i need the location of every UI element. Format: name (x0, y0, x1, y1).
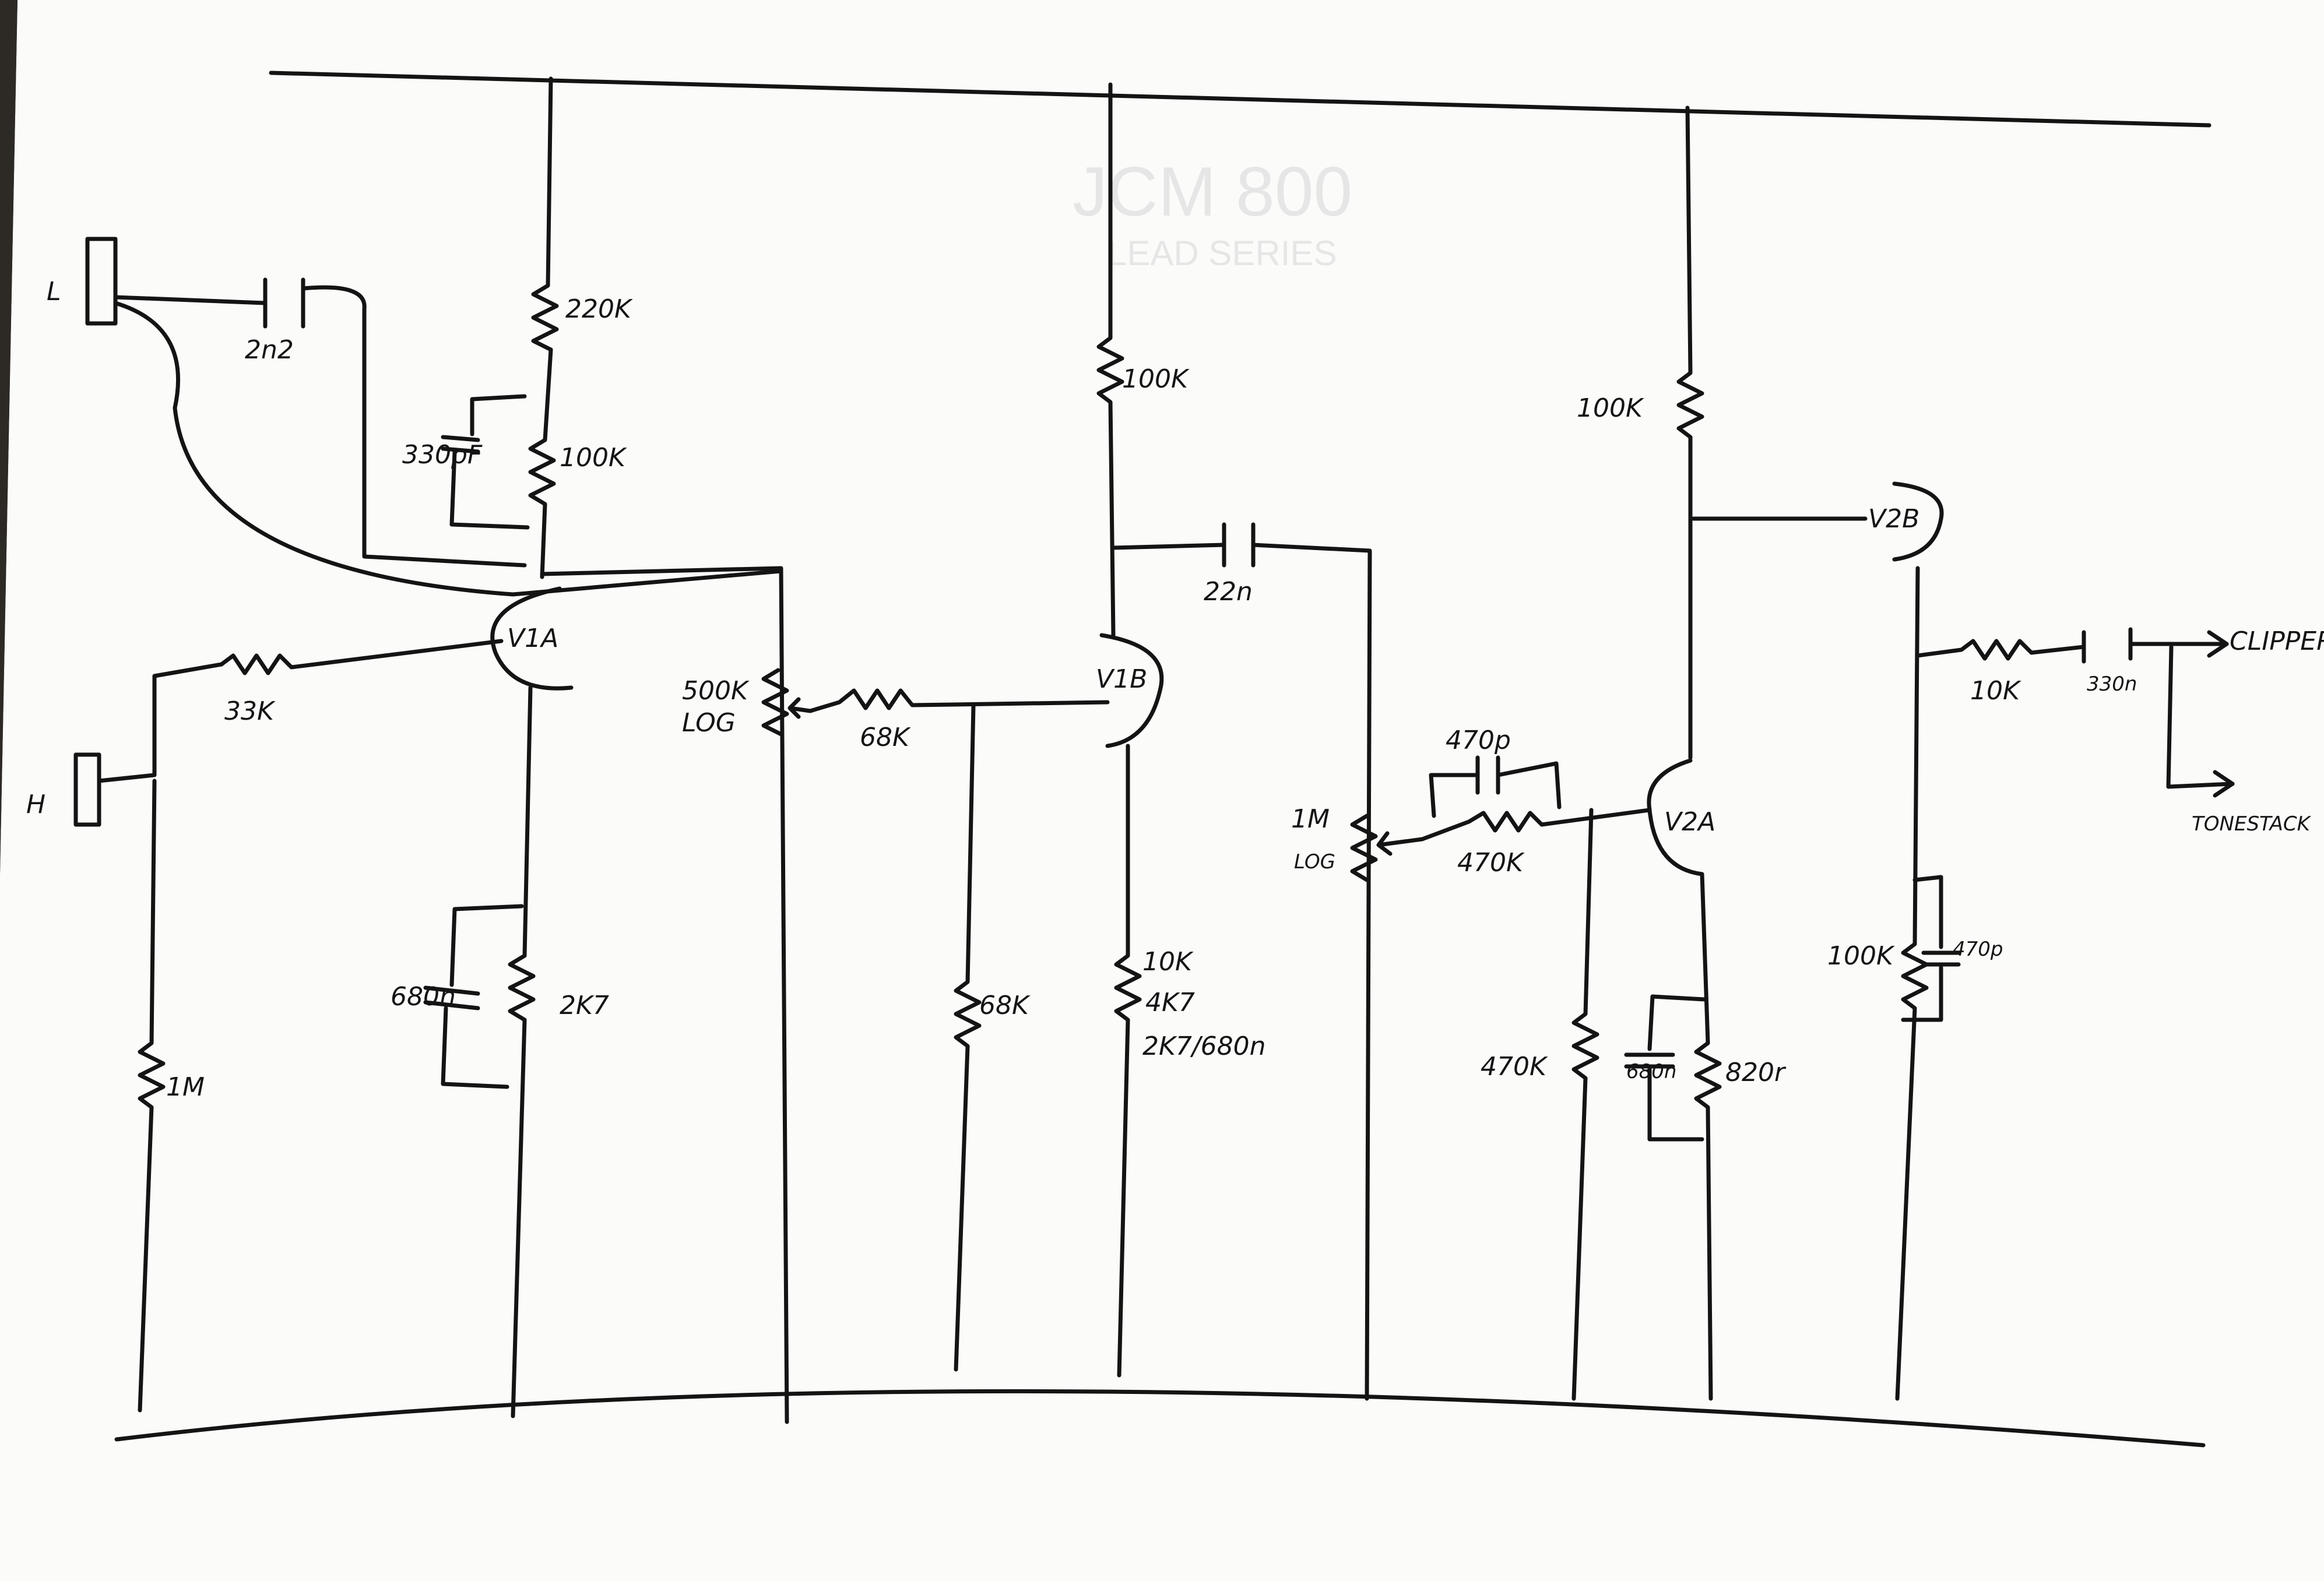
v1b-tube (1099, 633, 1164, 748)
v1a-plate-string (528, 76, 559, 579)
v2a-cathode-cap-label: 680n (1626, 1060, 1676, 1083)
series-cap-label: 470p (1446, 726, 1511, 755)
master-pot-wiper (1376, 831, 1425, 856)
v2b-cathode-cap (1901, 875, 1961, 1022)
v2b-tube (1892, 481, 1944, 562)
grid-leak-470k-label: 470K (1481, 1052, 1548, 1082)
master-pot-label: 1M (1291, 804, 1330, 834)
coupling-cap-22n-label: 22n (1204, 577, 1253, 607)
wire-l-to-cap (113, 295, 268, 305)
grid-leak-68k (954, 703, 982, 1372)
bright-cap-label: 330pF (402, 440, 483, 470)
v1b-cathode-string (1114, 744, 1142, 1378)
v1b-plate-res-label: 100K (1122, 364, 1190, 394)
paper-shadow (0, 0, 17, 874)
high-input-jack (73, 752, 101, 827)
v2a-cathode-res-label: 820r (1725, 1058, 1787, 1087)
gain-pot-500k (761, 668, 789, 737)
v2a-tube (1647, 758, 1704, 876)
clippers-label: CLIPPERS (2230, 626, 2324, 656)
v1a-cathode-cap-label: 680n (391, 982, 456, 1012)
series-res-470k (1420, 808, 1652, 841)
ground-rail (114, 1389, 2206, 1448)
grid-leak-470k (1571, 808, 1599, 1401)
tonestack-arrow (2213, 770, 2235, 798)
v2b-cathode-res-label: 100K (1827, 941, 1895, 971)
wire-cap-loop (301, 285, 527, 568)
ghost-title: JCM 800 (1073, 153, 1352, 231)
master-pot-taper-label: LOG (1294, 850, 1335, 874)
gain-pot-taper-label: LOG (682, 708, 736, 738)
out-cap-label: 330n (2087, 672, 2137, 696)
v1b-label: V1B (1096, 664, 1147, 694)
clippers-arrow (2207, 630, 2229, 658)
v1a-cathode-res-label: 2K7 (560, 991, 609, 1020)
v1b-cathode-label-3: 2K7/680n (1142, 1031, 1266, 1061)
low-input-jack (85, 237, 118, 326)
grid-res-68k (808, 688, 1110, 713)
gain-pot-wiper (787, 697, 813, 719)
v2a-cathode-string (1694, 872, 1722, 1401)
v1b-coupling (1111, 522, 1372, 1401)
bright-cap-330pf (441, 394, 530, 530)
tonestack-label: TONESTACK (2192, 812, 2312, 836)
out-cap-330n (2082, 627, 2229, 664)
v1a-cathode-cap (423, 904, 524, 1089)
v1b-cathode-label-2: 4K7 (1145, 988, 1195, 1017)
series-cap-470p (1429, 755, 1562, 818)
wire-h (97, 662, 224, 783)
tonestack-wire (2166, 645, 2235, 789)
v2a-label: V2A (1664, 807, 1715, 837)
v2b-cathode-string (1895, 566, 1929, 1401)
series-res-label: 470K (1457, 848, 1525, 878)
ghost-subtitle: LEAD SERIES (1107, 234, 1337, 273)
grid-leak-68k-label: 68K (979, 991, 1031, 1020)
master-pot-1m (1350, 814, 1378, 882)
gain-pot-label: 500K (682, 676, 750, 706)
out-res-10k (1915, 639, 2086, 661)
v1a-plate-upper-label: 220K (565, 294, 633, 324)
v1a-label: V1A (507, 624, 558, 653)
input-cap-label: 2n2 (245, 335, 294, 365)
v1a-tube (490, 586, 574, 691)
v2b-label: V2B (1868, 504, 1919, 534)
v2a-cathode-cap (1624, 994, 1707, 1142)
high-input-label: H (26, 790, 45, 819)
grid-res-68k-label: 68K (860, 723, 911, 752)
wire-l-curve (113, 301, 783, 597)
grid-stopper-33k (219, 639, 504, 675)
grid-leak-1m (138, 779, 166, 1413)
v1a-cathode-string (508, 685, 536, 1418)
v2a-plate-string (1676, 105, 1704, 760)
v1a-plate-lower-label: 100K (560, 443, 627, 473)
v2b-cathode-cap-label: 470p (1953, 938, 2003, 961)
low-input-label: L (47, 277, 61, 307)
v2a-plate-res-label: 100K (1577, 393, 1644, 423)
grid-leak-1m-label: 1M (166, 1072, 205, 1102)
v1b-plate-string (1096, 82, 1124, 638)
v1b-cathode-label-1: 10K (1142, 947, 1194, 977)
v1a-to-gain-pot (540, 566, 789, 1424)
out-res-label: 10K (1970, 676, 2021, 706)
grid-stopper-label: 33K (224, 696, 276, 726)
